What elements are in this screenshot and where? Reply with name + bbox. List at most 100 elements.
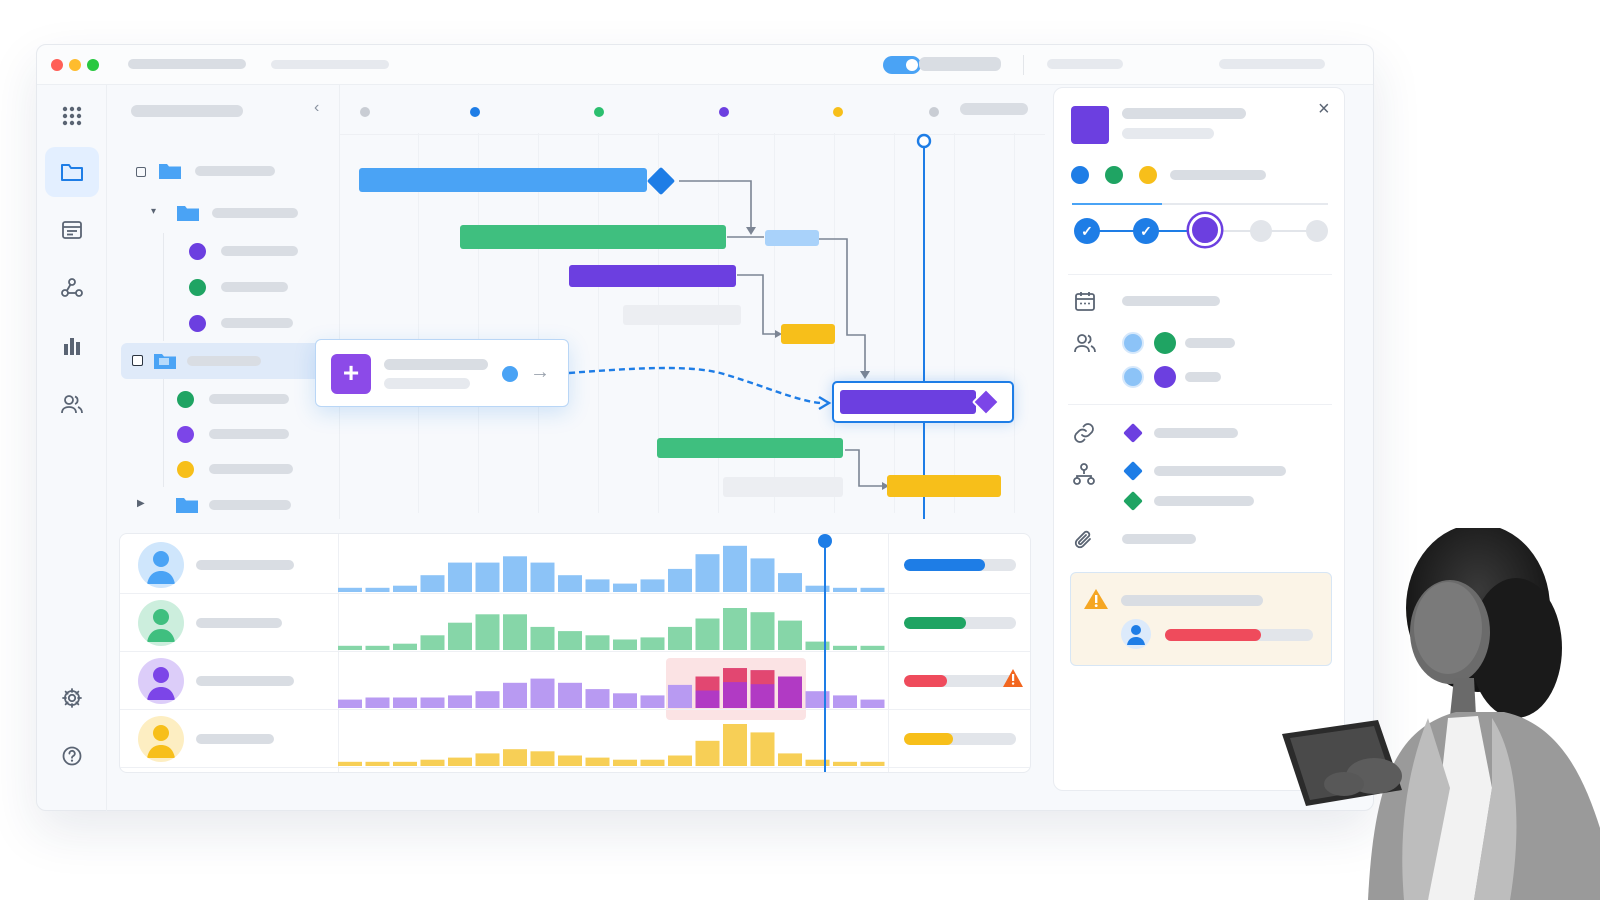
resource-row[interactable] <box>120 710 1030 768</box>
histogram-bar <box>365 587 390 592</box>
selected-task-bar[interactable] <box>832 381 1014 423</box>
progress-step-todo[interactable] <box>1306 220 1328 242</box>
gantt-bar-green[interactable] <box>460 225 726 249</box>
date-field[interactable] <box>1122 296 1220 306</box>
today-marker[interactable] <box>916 133 932 149</box>
histogram-bar <box>475 691 500 708</box>
tree-row-task[interactable] <box>115 416 325 452</box>
progress-step-done[interactable]: ✓ <box>1074 218 1100 244</box>
view-toggle[interactable] <box>883 56 921 74</box>
task-status-dot <box>189 315 206 332</box>
tree-row-task[interactable] <box>115 451 325 487</box>
gantt-bar-yellow[interactable] <box>887 475 1001 497</box>
assignee-avatar[interactable] <box>1122 366 1144 388</box>
apps-grid-icon[interactable] <box>45 91 99 141</box>
color-dot[interactable] <box>1105 166 1123 184</box>
resource-row[interactable] <box>120 652 1030 710</box>
progress-step-current[interactable] <box>1189 214 1221 246</box>
window-close-button[interactable] <box>51 59 63 71</box>
link-handle[interactable] <box>502 366 518 382</box>
histogram-bar <box>558 755 582 766</box>
timeline-marker[interactable] <box>594 107 604 117</box>
toolbar-user-menu[interactable] <box>1219 59 1325 69</box>
tree-row-folder[interactable]: ▾ <box>115 195 325 231</box>
warning-icon[interactable] <box>1002 668 1024 693</box>
color-dot[interactable] <box>1071 166 1089 184</box>
resource-name <box>196 560 294 570</box>
folder-icon[interactable] <box>45 147 99 197</box>
bar-chart-icon[interactable] <box>45 321 99 371</box>
add-task-card[interactable]: + → <box>315 339 569 407</box>
histogram-bar <box>613 583 637 592</box>
attachments-label[interactable] <box>1122 534 1196 544</box>
timeline-marker[interactable] <box>719 107 729 117</box>
dependency-label[interactable] <box>1154 466 1286 476</box>
toolbar-divider <box>1023 55 1024 75</box>
dependency-label[interactable] <box>1154 428 1238 438</box>
resource-row[interactable] <box>120 594 1030 652</box>
dependency-diamond <box>1123 423 1143 443</box>
gantt-bar-purple[interactable] <box>569 265 736 287</box>
histogram-bar <box>695 554 720 592</box>
today-handle[interactable] <box>818 534 832 548</box>
users-icon[interactable] <box>45 379 99 429</box>
gantt-bar-light-blue[interactable] <box>765 230 819 246</box>
share-nodes-icon[interactable] <box>45 263 99 313</box>
progress-step-todo[interactable] <box>1250 220 1272 242</box>
timeline-marker[interactable] <box>470 107 480 117</box>
collapse-panel-button[interactable]: ‹ <box>314 99 320 116</box>
task-title <box>1122 108 1246 119</box>
row-checkbox[interactable] <box>132 355 143 366</box>
color-dot[interactable] <box>1139 166 1157 184</box>
assignee-avatar[interactable] <box>1154 366 1176 388</box>
assignee-avatar[interactable] <box>1154 332 1176 354</box>
chevron-down-icon[interactable]: ▾ <box>151 206 157 217</box>
tree-row-label <box>212 208 298 218</box>
tree-row-task[interactable] <box>115 305 325 341</box>
breadcrumb-primary[interactable] <box>128 59 246 69</box>
gantt-bar-blue[interactable] <box>359 168 647 192</box>
histogram-bar <box>695 740 720 766</box>
timeline-range-label[interactable] <box>960 103 1028 115</box>
help-icon[interactable] <box>45 731 99 781</box>
histogram-bar <box>750 558 775 592</box>
histogram-bar <box>640 637 665 650</box>
gantt-bar-green[interactable] <box>657 438 843 458</box>
calendar-list-icon[interactable] <box>45 205 99 255</box>
overload-bar <box>1165 629 1313 641</box>
tree-row-folder-selected[interactable] <box>121 343 333 379</box>
timeline-marker[interactable] <box>929 107 939 117</box>
window-minimize-button[interactable] <box>69 59 81 71</box>
task-status-dot <box>177 461 194 478</box>
tree-row-task[interactable] <box>115 381 325 417</box>
histogram-bar <box>558 682 582 708</box>
dependency-lines <box>568 133 932 519</box>
toolbar-dropdown[interactable] <box>919 57 1001 71</box>
tree-row-task[interactable] <box>115 233 325 269</box>
assignee-avatar[interactable] <box>1122 332 1144 354</box>
progress-step-done[interactable]: ✓ <box>1133 218 1159 244</box>
tree-row-task[interactable] <box>115 269 325 305</box>
arrow-right-icon: → <box>530 361 550 383</box>
resource-row[interactable] <box>120 536 1030 594</box>
timeline-marker[interactable] <box>360 107 370 117</box>
gantt-bar-placeholder[interactable] <box>723 477 843 497</box>
gantt-bar-yellow[interactable] <box>781 324 835 344</box>
task-status-dot <box>189 279 206 296</box>
timeline-header <box>340 85 1045 135</box>
toolbar-item[interactable] <box>1047 59 1123 69</box>
task-status-dot <box>177 391 194 408</box>
settings-icon[interactable] <box>45 673 99 723</box>
window-maximize-button[interactable] <box>87 59 99 71</box>
tree-row-folder[interactable] <box>115 153 325 189</box>
add-task-button[interactable]: + <box>331 354 371 394</box>
breadcrumb-secondary[interactable] <box>271 60 389 69</box>
gantt-bar-placeholder[interactable] <box>623 305 741 325</box>
tree-row-folder[interactable]: ▶ <box>115 487 325 523</box>
row-checkbox[interactable] <box>136 167 146 177</box>
chevron-right-icon[interactable]: ▶ <box>137 498 145 509</box>
dependency-label[interactable] <box>1154 496 1254 506</box>
close-icon[interactable]: × <box>1318 98 1330 120</box>
timeline-marker[interactable] <box>833 107 843 117</box>
milestone-diamond[interactable] <box>971 387 1001 417</box>
